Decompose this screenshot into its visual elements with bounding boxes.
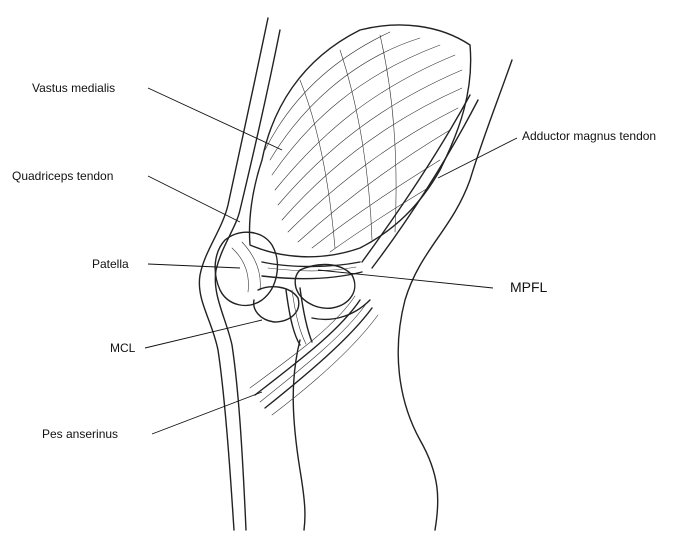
label-vastus-medialis: Vastus medialis xyxy=(32,81,115,95)
leader-adductor-magnus-tendon xyxy=(438,138,517,178)
patella-region xyxy=(215,232,362,305)
label-mpfl: MPFL xyxy=(510,279,548,295)
leader-mcl xyxy=(145,320,262,348)
pes-anserinus-tendons xyxy=(250,296,378,415)
label-mcl: MCL xyxy=(110,341,136,355)
leader-mpfl xyxy=(318,270,493,288)
mcl-ligament xyxy=(286,288,312,345)
leader-quadriceps-tendon xyxy=(148,176,240,222)
label-patella: Patella xyxy=(92,257,129,271)
leader-pes-anserinus xyxy=(152,392,262,434)
leader-patella xyxy=(148,264,240,268)
labels: Vastus medialis Quadriceps tendon Patell… xyxy=(12,81,656,441)
vastus-medialis-muscle xyxy=(250,25,471,257)
label-pes-anserinus: Pes anserinus xyxy=(42,427,118,441)
label-adductor-magnus-tendon: Adductor magnus tendon xyxy=(522,129,656,143)
leader-lines xyxy=(145,88,517,434)
leader-vastus-medialis xyxy=(148,88,282,150)
label-quadriceps-tendon: Quadriceps tendon xyxy=(12,169,113,183)
